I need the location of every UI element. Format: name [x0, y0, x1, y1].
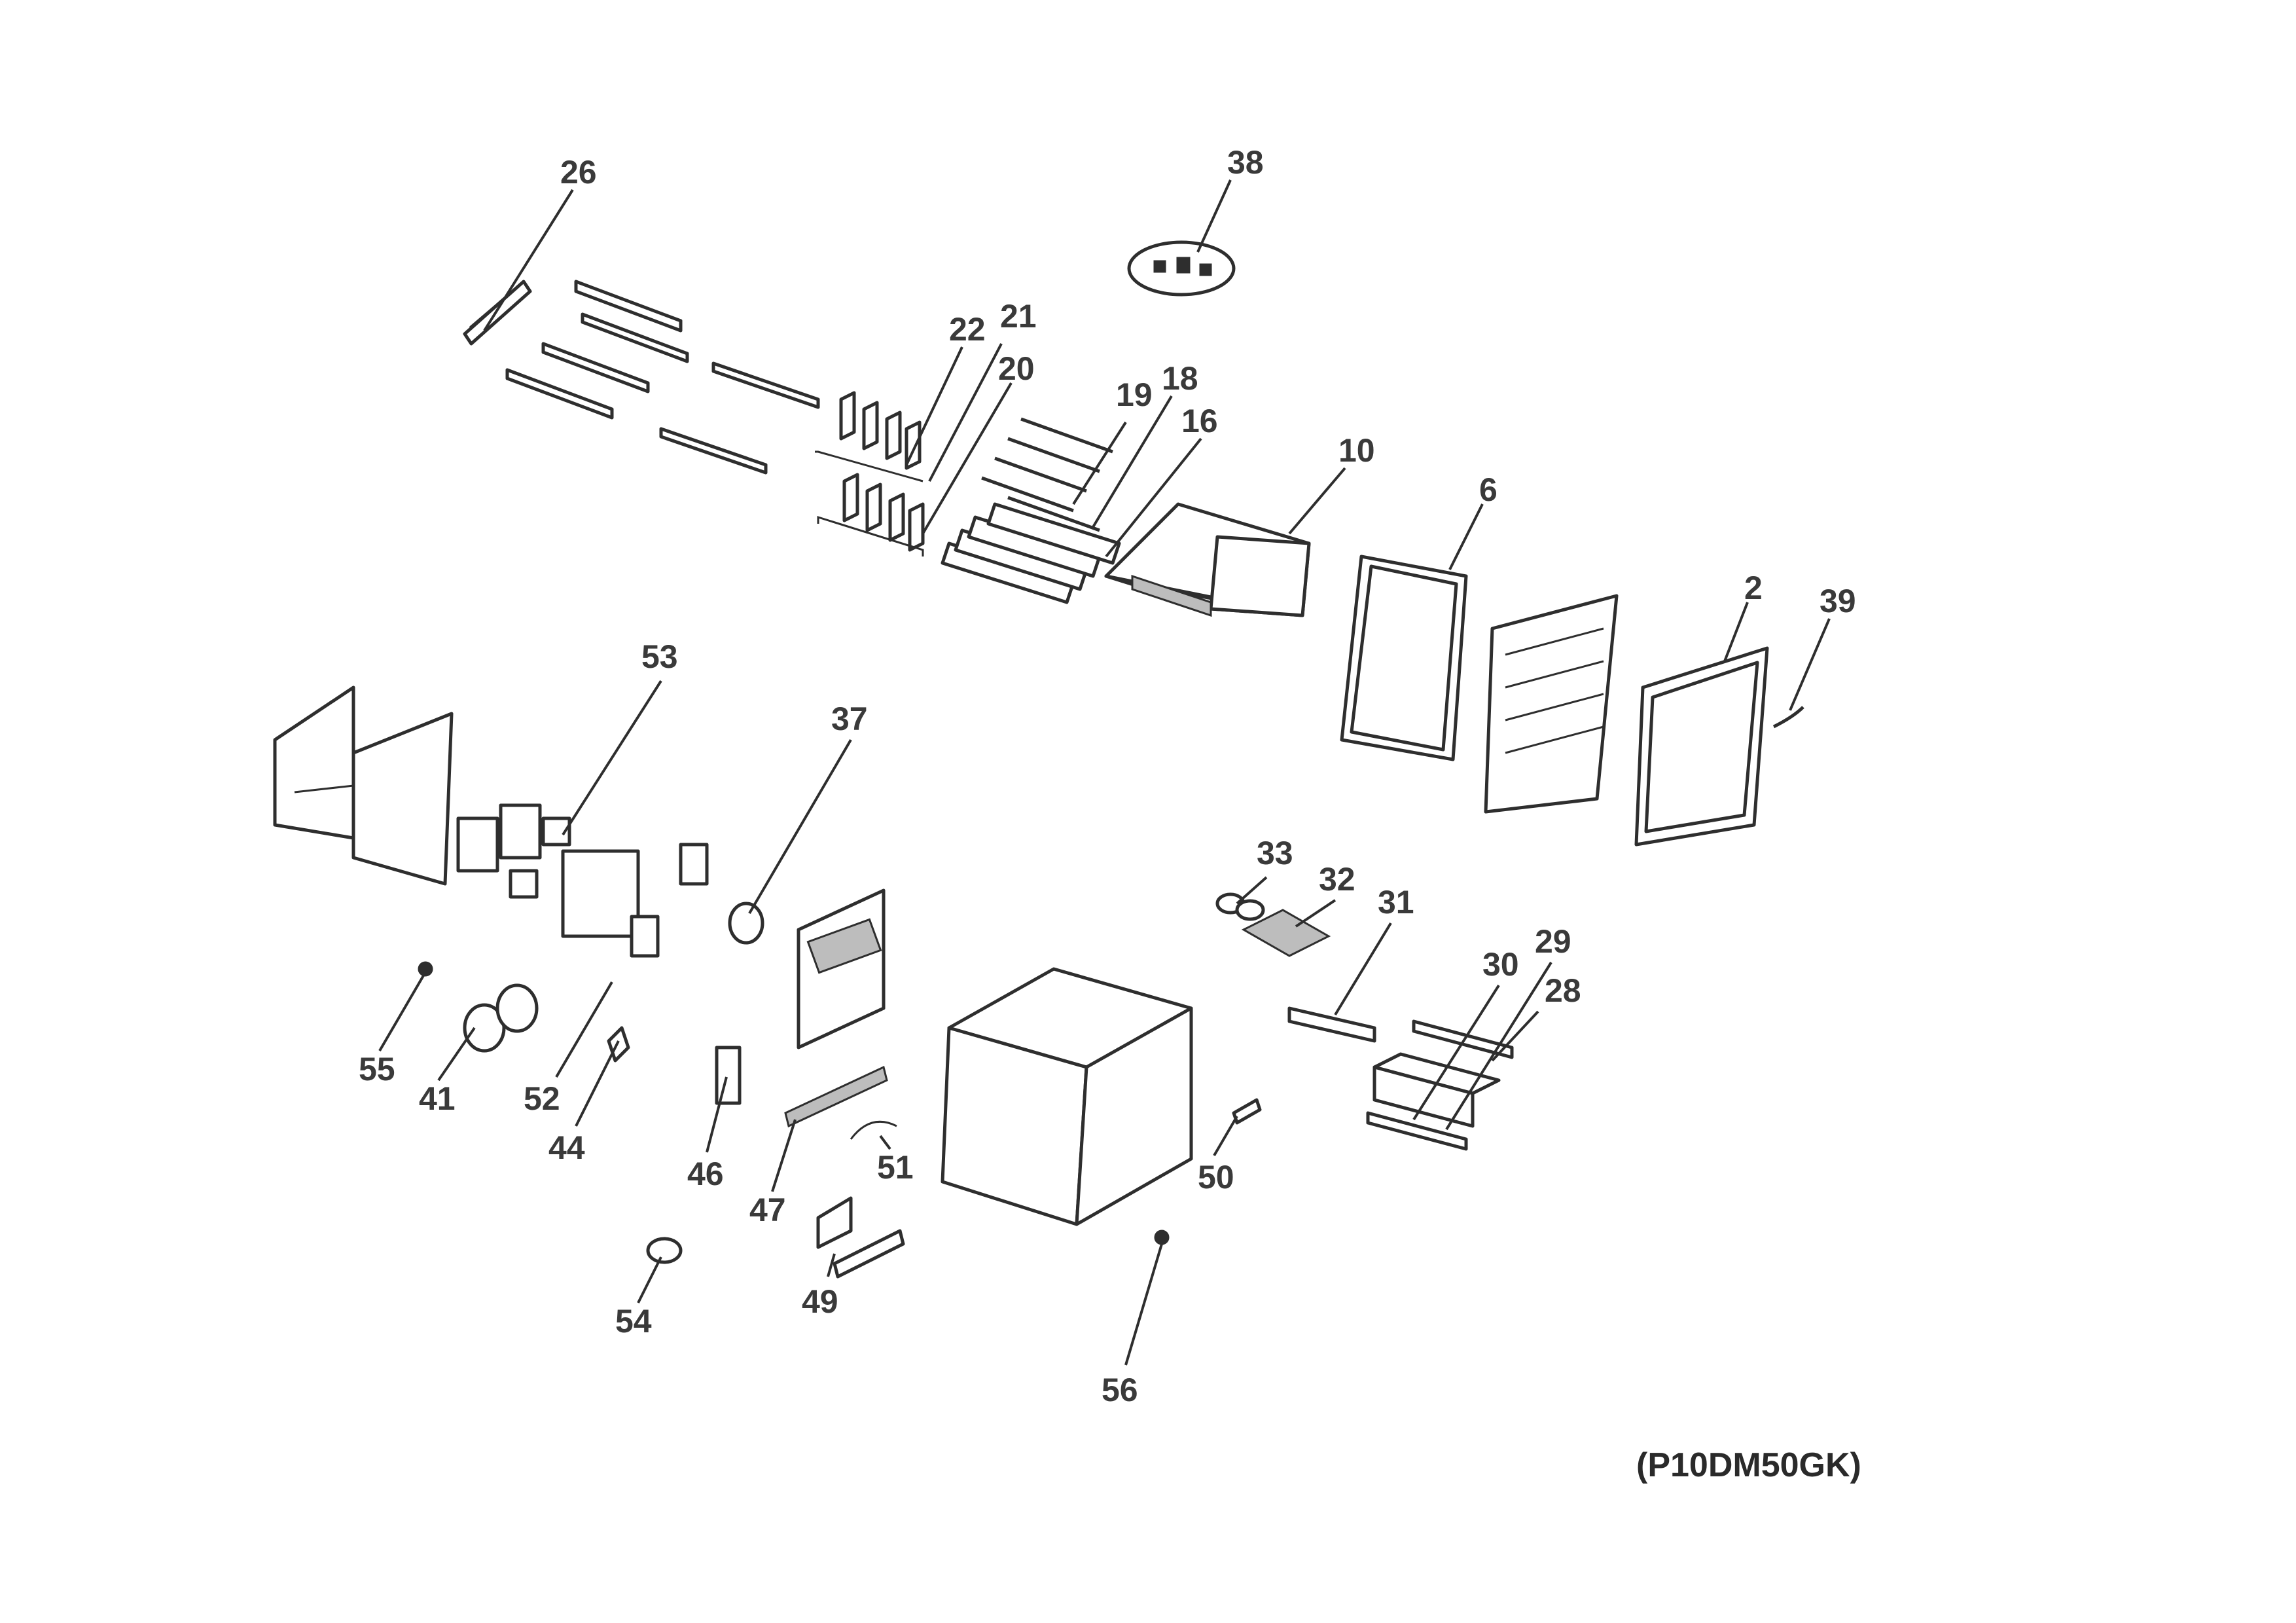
cabinet-body: [941, 967, 1193, 1226]
part-2-door-frame: [1634, 646, 1769, 847]
callout-47: 47: [749, 1192, 786, 1228]
callout-2: 2: [1744, 570, 1763, 606]
callout-53: 53: [641, 638, 678, 675]
part-28-29-30-tray: [1366, 1019, 1514, 1151]
top-rails-group: [505, 280, 820, 475]
callout-49: 49: [802, 1283, 838, 1320]
part-6-gasket: [1340, 555, 1468, 761]
callout-20: 20: [998, 350, 1035, 387]
callout-32: 32: [1319, 861, 1355, 898]
callout-16: 16: [1181, 403, 1218, 439]
callout-50: 50: [1198, 1159, 1234, 1195]
part-19-18-16-shelves: [941, 417, 1121, 604]
part-37-fan-panel: [728, 888, 886, 1049]
callout-22: 22: [949, 311, 986, 348]
callout-55: 55: [359, 1051, 395, 1087]
callout-51: 51: [877, 1149, 914, 1186]
callout-31: 31: [1378, 884, 1414, 921]
callout-26: 26: [560, 154, 597, 191]
callout-6: 6: [1479, 471, 1498, 508]
callout-41: 41: [419, 1080, 456, 1117]
callout-30: 30: [1482, 946, 1519, 983]
part-38-hardware-kit: [1127, 240, 1236, 297]
callout-33: 33: [1257, 835, 1293, 871]
callout-18: 18: [1162, 360, 1198, 397]
part-44-46-47-parts: [607, 1026, 888, 1128]
callout-54: 54: [615, 1303, 652, 1340]
part-22-21-20-dividers: [815, 391, 925, 556]
callout-37: 37: [831, 701, 868, 737]
part-10-drawer: [1104, 502, 1311, 617]
callout-19: 19: [1116, 376, 1153, 413]
callout-46: 46: [687, 1156, 724, 1192]
leader-lines: [378, 179, 1831, 1366]
callout-10: 10: [1338, 432, 1375, 469]
electrical-modules: [456, 803, 709, 958]
callout-44: 44: [548, 1129, 585, 1166]
callout-28: 28: [1545, 972, 1581, 1009]
door-inner-panel: [1484, 594, 1619, 814]
part-26-rail: [463, 280, 532, 346]
part-49-50-51-54-56-parts: [646, 1098, 1262, 1279]
part-33-32-31-brackets: [1215, 892, 1376, 1043]
callout-56: 56: [1102, 1372, 1138, 1408]
callout-29: 29: [1535, 923, 1571, 960]
rear-frame-assembly: [273, 685, 454, 886]
part-39-handle: [1772, 706, 1804, 729]
callout-38: 38: [1227, 144, 1264, 181]
callout-labels: 26 38 22 21 20 19 18 16 10 6 2 39 53 37 …: [359, 144, 1856, 1408]
part-41-55-fittings: [418, 961, 539, 1053]
callout-21: 21: [1000, 298, 1037, 335]
callout-52: 52: [524, 1080, 560, 1117]
model-code: (P10DM50GK): [1636, 1446, 1861, 1484]
callout-39: 39: [1820, 583, 1856, 619]
